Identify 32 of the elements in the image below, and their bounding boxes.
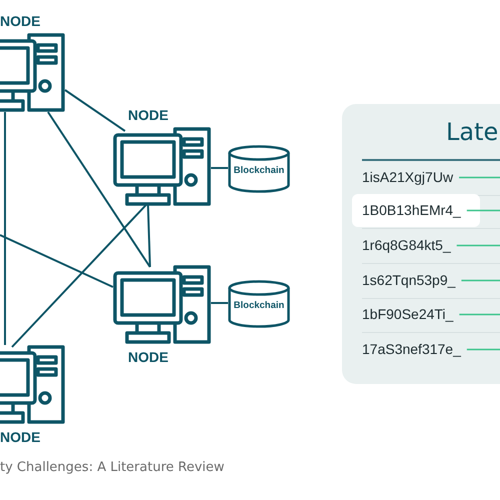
database-label: Blockchain <box>232 165 286 176</box>
connector-line <box>466 210 500 212</box>
database-cylinder <box>228 145 290 193</box>
node-label: NODE <box>128 349 168 365</box>
connector-line <box>466 348 500 350</box>
connector-line <box>459 314 500 316</box>
connector-line <box>461 280 500 282</box>
connector-line <box>211 167 228 169</box>
connector-line <box>64 89 126 132</box>
connector-line <box>4 112 6 345</box>
highlighted-row <box>352 194 480 227</box>
database-cylinder <box>228 280 290 328</box>
row-id: 1r6q8G84kt5_ <box>362 237 451 253</box>
connector-line <box>11 204 147 348</box>
panel-heading: Late <box>446 118 498 146</box>
connector-line <box>0 234 114 288</box>
connector-line <box>211 302 228 304</box>
row-id: 1s62Tqn53p9_ <box>362 272 456 288</box>
node-label: NODE <box>128 107 168 123</box>
connector-line <box>47 111 151 268</box>
node-label: NODE <box>0 13 40 29</box>
row-id: 1bF90Se24Ti_ <box>362 306 454 322</box>
row-id: 1isA21Xgj7Uw <box>362 169 454 185</box>
connector-line <box>456 244 500 246</box>
database-label: Blockchain <box>232 300 286 311</box>
row-id: 17aS3nef317e_ <box>362 341 461 357</box>
connector-line <box>147 204 151 268</box>
caption: ty Challenges: A Literature Review <box>0 460 224 475</box>
row-id: 1B0B13hEMr4_ <box>362 202 461 218</box>
list-panel <box>342 104 500 384</box>
connector-line <box>459 176 500 178</box>
node-label: NODE <box>0 429 40 445</box>
